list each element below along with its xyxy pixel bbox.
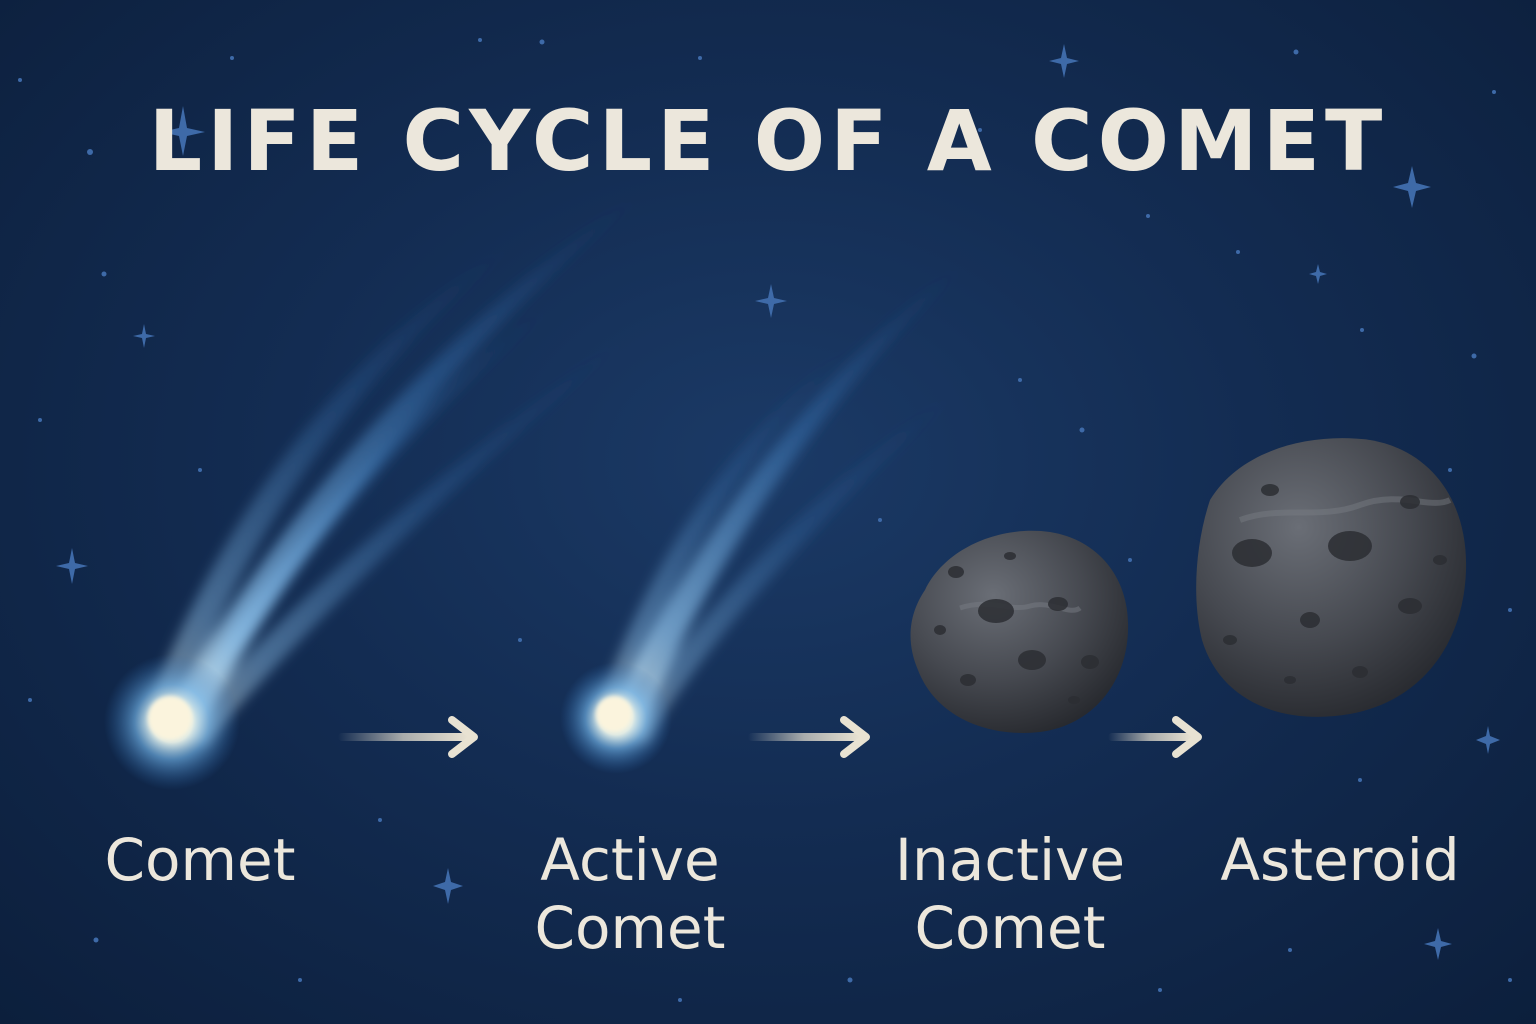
- stage-label-line: Comet: [534, 894, 726, 962]
- page-title: LIFE CYCLE OF A COMET: [148, 92, 1388, 190]
- inactive-comet-illustration: [910, 530, 1129, 733]
- active-comet-tail: [592, 260, 970, 742]
- stage-label-line: Asteroid: [1220, 826, 1460, 894]
- arrow-inactive-to-asteroid: [1108, 716, 1202, 758]
- star-icon: [133, 324, 155, 348]
- crater-group: [934, 552, 1099, 704]
- comet-illustration: [104, 190, 650, 790]
- arrow-comet-to-active: [338, 716, 478, 758]
- active-comet-nucleus: [596, 696, 632, 732]
- star-icon: [1309, 264, 1327, 284]
- stage-label-line: Active: [540, 826, 720, 894]
- star-icon: [1424, 928, 1452, 960]
- comet-nucleus: [148, 696, 192, 740]
- asteroid-body: [1196, 438, 1467, 717]
- active-comet-illustration: [560, 260, 970, 774]
- star-field: [18, 38, 1512, 1002]
- stage-label-active-comet: Active Comet: [480, 826, 780, 962]
- star-icon: [433, 868, 463, 904]
- stage-label-comet: Comet: [60, 826, 340, 894]
- stage-label-asteroid: Asteroid: [1190, 826, 1490, 894]
- stage-label-inactive-comet: Inactive Comet: [860, 826, 1160, 962]
- comet-tail: [140, 190, 650, 745]
- stage-label-line: Inactive: [894, 826, 1126, 894]
- stage-label-line: Comet: [104, 826, 296, 894]
- star-icon: [1476, 726, 1500, 754]
- star-icon: [161, 106, 205, 156]
- star-icon: [755, 284, 787, 318]
- asteroid-illustration: [1196, 438, 1467, 717]
- star-icon: [56, 548, 88, 584]
- star-icon: [1049, 44, 1079, 78]
- crater-group: [1223, 484, 1447, 684]
- stage-label-line: Comet: [914, 894, 1106, 962]
- arrow-active-to-inactive: [748, 716, 870, 758]
- star-icon: [1393, 166, 1431, 208]
